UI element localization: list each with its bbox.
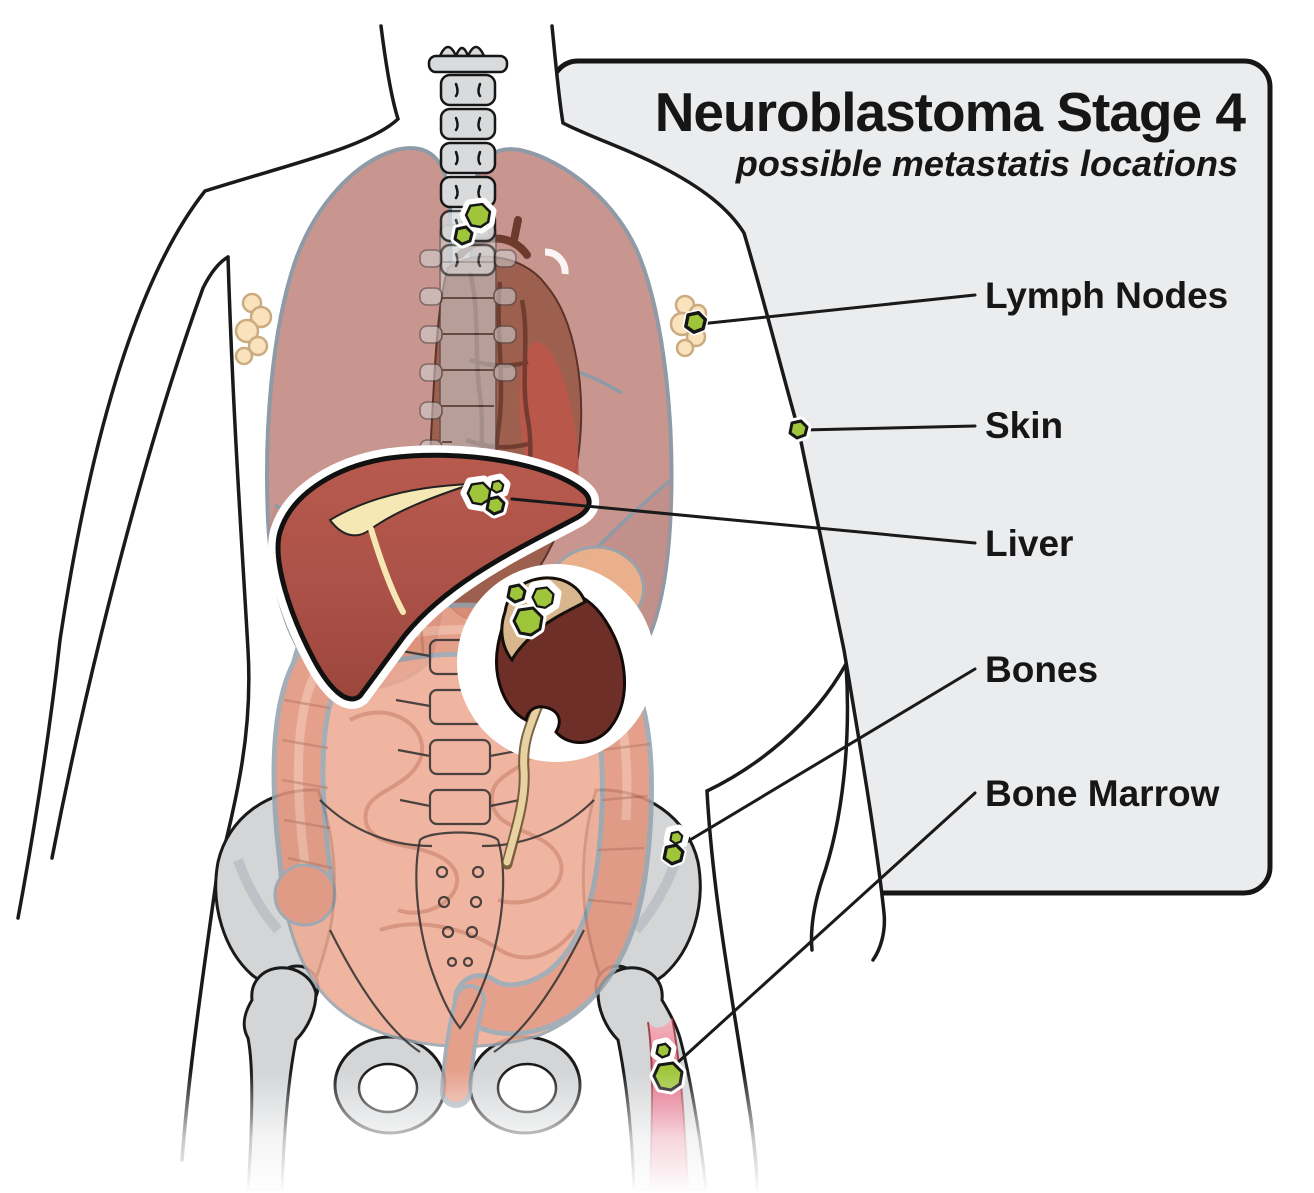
leader-lines xyxy=(510,293,977,1066)
sacrum-contour xyxy=(415,831,505,1030)
labels: Lymph Nodes Skin Liver Bones Bone Marrow xyxy=(985,275,1228,814)
tumor-marker-liver-icon xyxy=(465,478,506,514)
right-arm-inner-line xyxy=(809,662,850,952)
bottom-fade xyxy=(0,1070,1314,1193)
tumor-marker-iliac-bone-icon xyxy=(664,829,685,864)
label-lymph-nodes: Lymph Nodes xyxy=(985,275,1228,316)
lymph-node-cluster-left xyxy=(234,292,273,366)
tumor-marker-skin-icon xyxy=(790,421,807,438)
leader-line-skin xyxy=(801,424,977,432)
leader-line-liver xyxy=(510,497,977,545)
leader-line-lymph-nodes xyxy=(698,293,977,326)
leader-line-bones xyxy=(678,667,977,848)
right-arm-outer-line xyxy=(550,24,887,962)
tumor-marker-lymph-node-icon xyxy=(686,313,706,333)
label-liver: Liver xyxy=(985,523,1073,564)
left-arm-inner-line xyxy=(50,255,230,860)
cervical-spine xyxy=(427,45,509,277)
left-arm-outer-line xyxy=(16,24,401,920)
cecum xyxy=(273,863,337,927)
label-skin: Skin xyxy=(985,405,1063,446)
falciform-ligament xyxy=(328,483,473,537)
kidney-inset xyxy=(457,564,655,870)
lumbar-sacrum-contours xyxy=(319,638,595,1053)
liver-organ xyxy=(268,445,599,709)
label-bone-marrow: Bone Marrow xyxy=(985,773,1220,814)
page-title: Neuroblastoma Stage 4 xyxy=(655,81,1247,143)
label-bones: Bones xyxy=(985,649,1098,690)
leader-line-bone-marrow xyxy=(674,791,977,1066)
torso-left-line xyxy=(180,255,251,1162)
page-subtitle: possible metastatis locations xyxy=(735,143,1238,184)
ureter xyxy=(503,696,544,866)
vessel-highlight xyxy=(544,248,569,275)
sacral-foramina xyxy=(435,865,485,968)
